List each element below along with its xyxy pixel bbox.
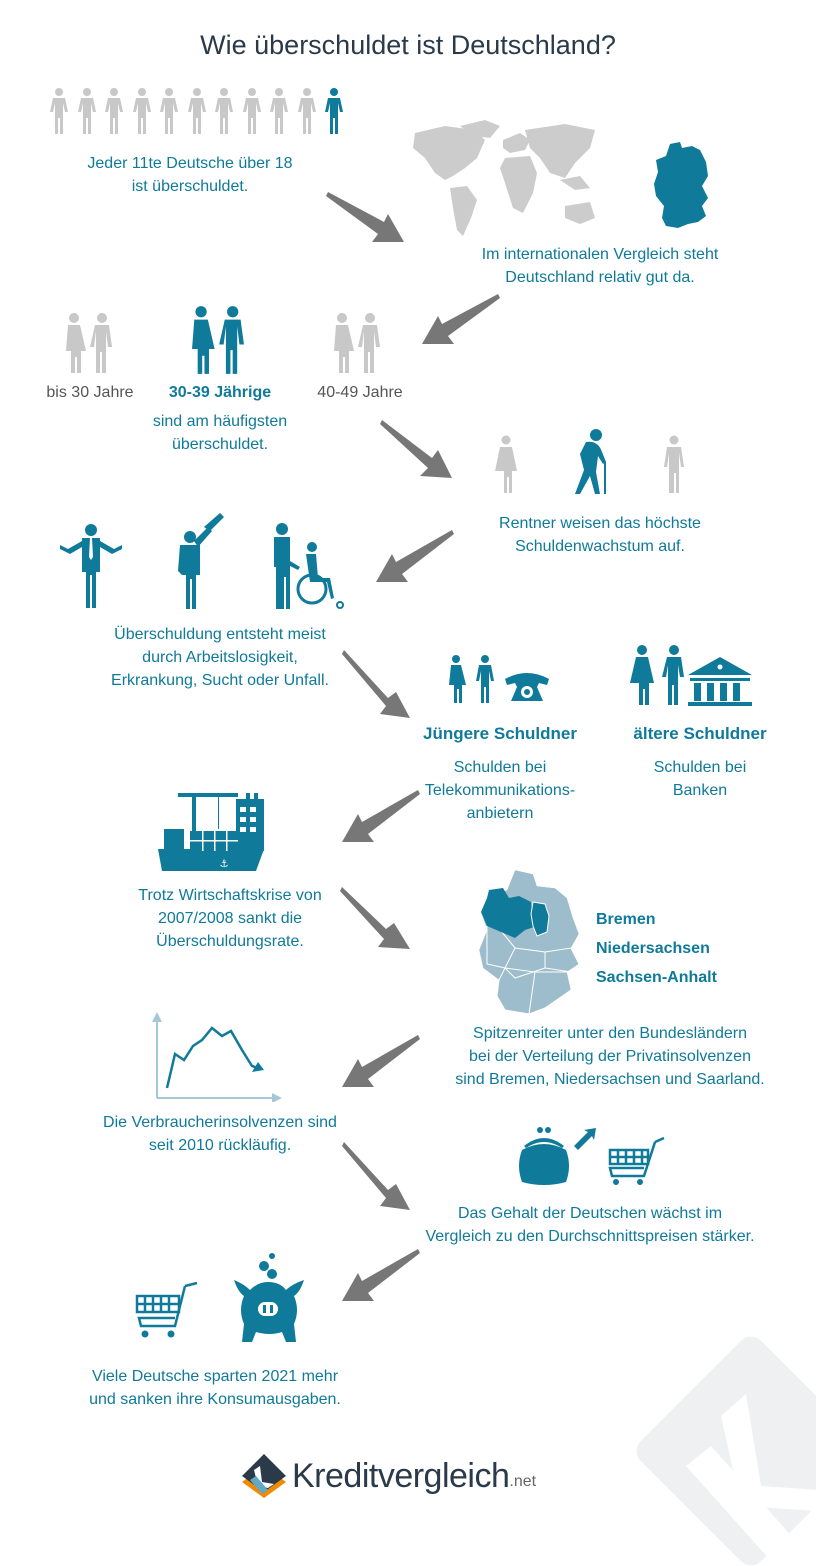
arrow-down-right-icon bbox=[342, 650, 410, 718]
person-icon bbox=[270, 88, 288, 134]
arrow-down-left-icon bbox=[342, 1249, 420, 1301]
insolvencies-text: Die Verbraucherinsolvenzen sind seit 201… bbox=[103, 1114, 337, 1154]
person-highlighted-icon bbox=[325, 88, 343, 134]
salary-purse-cart-icon bbox=[519, 1127, 665, 1185]
arrow-down-right-icon bbox=[342, 1142, 410, 1210]
causes-text: Überschuldung entsteht meist durch Arbei… bbox=[111, 626, 329, 689]
person-icon bbox=[132, 88, 151, 134]
age-group-label: bis 30 Jahre bbox=[46, 384, 134, 401]
arrow-down-right-icon bbox=[380, 420, 452, 478]
arrow-down-left-icon bbox=[422, 294, 500, 344]
people-row-one-in-eleven bbox=[48, 88, 345, 134]
page-title: Wie überschuldet ist Deutschland? bbox=[200, 30, 616, 60]
age-groups-text: sind am häufigsten überschuldet. bbox=[152, 413, 288, 453]
logo-name: Kreditvergleich bbox=[292, 1456, 510, 1495]
germany-map-icon bbox=[654, 142, 708, 228]
man-icon bbox=[664, 435, 684, 493]
person-icon bbox=[242, 88, 261, 134]
international-text: Im internationalen Vergleich steht Deuts… bbox=[481, 246, 719, 286]
couple-30-39-icon bbox=[192, 306, 244, 374]
arrow-down-left-icon bbox=[342, 1035, 420, 1087]
svg-text:⚓: ⚓ bbox=[220, 859, 229, 870]
arrow-down-right-icon bbox=[340, 887, 410, 949]
watermark-logo-icon bbox=[636, 1336, 816, 1566]
person-icon bbox=[215, 88, 233, 134]
states-text: Spitzenreiter unter den Bundesländern be… bbox=[455, 1025, 765, 1088]
person-icon bbox=[50, 88, 68, 134]
shopping-cart-icon bbox=[135, 1281, 198, 1338]
young-debtors-phone-icon bbox=[449, 655, 549, 703]
salary-text: Das Gehalt der Deutschen wächst im Vergl… bbox=[425, 1205, 755, 1245]
crisis-text: Trotz Wirtschaftskrise von 2007/2008 san… bbox=[138, 887, 322, 950]
cargo-ship-icon: ⚓ bbox=[158, 793, 264, 871]
young-debtors-heading: Jüngere Schuldner bbox=[423, 724, 577, 743]
person-icon bbox=[77, 88, 96, 134]
person-icon bbox=[160, 88, 178, 134]
old-debtors-heading: ältere Schuldner bbox=[633, 724, 767, 743]
pensioners-text: Rentner weisen das höchste Schuldenwachs… bbox=[499, 515, 701, 555]
kreditvergleich-logo-icon bbox=[242, 1454, 286, 1498]
arrow-down-right-icon bbox=[326, 192, 404, 242]
wheelchair-caregiver-icon bbox=[274, 523, 344, 609]
person-icon bbox=[187, 88, 206, 134]
couple-40-49-icon bbox=[334, 313, 380, 373]
arrow-down-left-icon bbox=[342, 790, 420, 842]
elderly-person-icon bbox=[575, 429, 606, 494]
world-map-icon bbox=[413, 120, 595, 236]
germany-states-map-icon bbox=[478, 869, 580, 1015]
couple-under-30-icon bbox=[66, 313, 112, 373]
logo-tld: .net bbox=[509, 1473, 537, 1490]
woman-icon bbox=[495, 435, 517, 493]
arrow-down-left-icon bbox=[376, 530, 454, 582]
piggy-bank-icon bbox=[234, 1253, 304, 1342]
unemployed-person-icon bbox=[60, 524, 122, 608]
age-group-label: 40-49 Jahre bbox=[317, 384, 403, 401]
kreditvergleich-logo[interactable]: Kreditvergleich .net bbox=[240, 1452, 536, 1500]
old-debtors-text: Schulden bei Banken bbox=[653, 759, 747, 799]
person-icon bbox=[297, 88, 316, 134]
age-group-label-highlighted: 30-39 Jährige bbox=[168, 384, 272, 401]
person-icon bbox=[105, 88, 123, 134]
one-in-eleven-text: Jeder 11te Deutsche über 18 ist überschu… bbox=[87, 155, 293, 195]
declining-chart-icon bbox=[152, 1012, 282, 1102]
young-debtors-text: Schulden bei Telekommunikations- anbiete… bbox=[424, 759, 576, 822]
highlighted-states-list: Bremen Niedersachsen Sachsen-Anhalt bbox=[596, 911, 717, 986]
drinking-person-icon bbox=[178, 513, 224, 609]
savings-text: Viele Deutsche sparten 2021 mehr und san… bbox=[89, 1368, 341, 1408]
old-debtors-bank-icon bbox=[630, 645, 752, 706]
